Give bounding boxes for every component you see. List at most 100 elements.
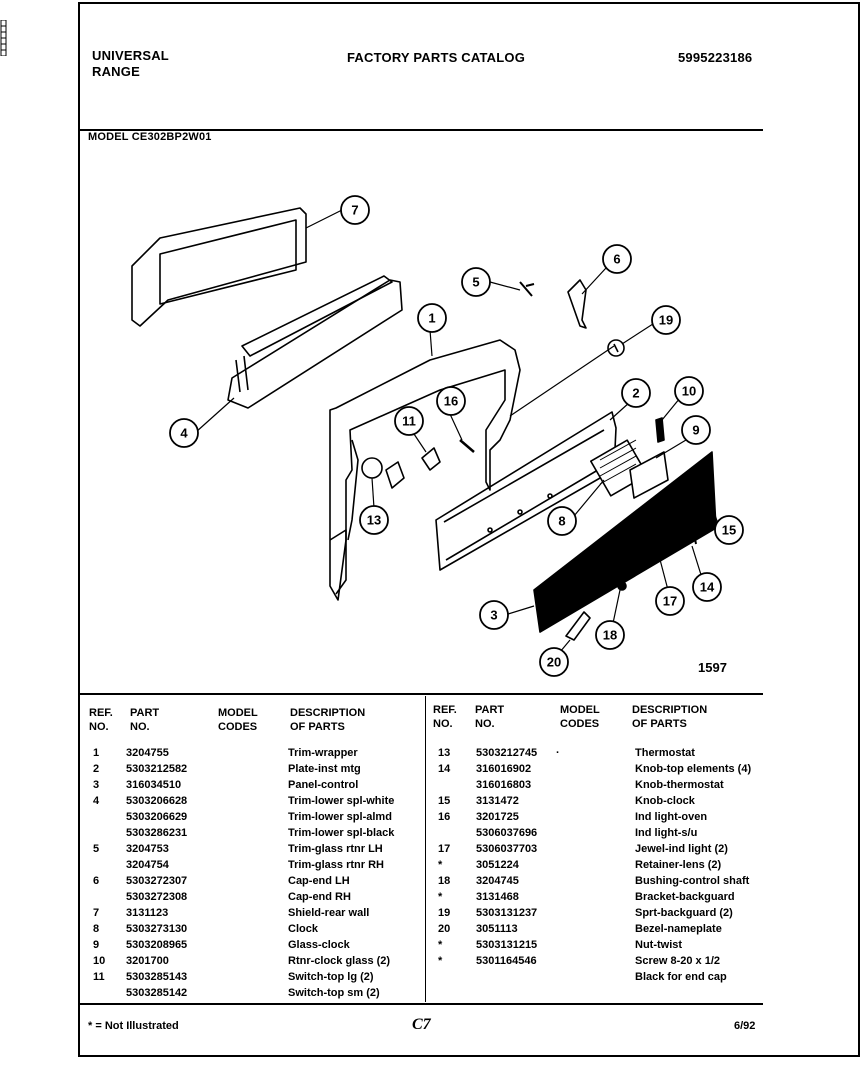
table-cell-ref: 15 [438,795,451,807]
right-header-ref: REF. NO. [433,704,457,730]
table-cell-desc: Trim-lower spl-almd [288,811,392,823]
table-cell-desc: Shield-rear wall [288,907,370,919]
table-cell-part: 3204755 [126,747,169,759]
table-cell-ref: 4 [93,795,100,807]
table-column-divider [425,696,426,1002]
callout-circles [169,195,744,677]
table-cell-model: · [556,747,560,759]
table-cell-desc: Thermostat [635,747,695,759]
right-header-part: PART NO. [475,704,505,730]
brand-line-2: RANGE [92,64,140,79]
table-cell-desc: Trim-lower spl-white [288,795,395,807]
table-cell-ref: * [438,859,443,871]
table-cell-desc: Bezel-nameplate [635,923,722,935]
table-cell-part: 5306037696 [476,827,538,839]
part-shield-rear-wall [131,207,307,327]
callout-13: 13 [367,513,381,528]
table-cell-ref: 2 [93,763,100,775]
table-cell-part: 3201725 [476,811,519,823]
part-plate-inst-mtg [435,411,617,571]
callout-7: 7 [351,203,358,218]
table-cell-ref: 20 [438,923,451,935]
right-header-desc: DESCRIPTION OF PARTS [632,704,708,730]
table-cell-desc: Knob-thermostat [635,779,724,791]
table-cell-part: 5303272307 [126,875,188,887]
table-cell-desc: Black for end cap [635,971,727,983]
table-cell-part: 3201700 [126,955,169,967]
table-cell-part: 3131123 [126,907,169,919]
table-cell-part: 5303212745 [476,747,538,759]
table-cell-part: 3131472 [476,795,519,807]
table-cell-desc: Panel-control [288,779,359,791]
table-cell-part: 5303212582 [126,763,188,775]
callout-18: 18 [603,628,617,643]
table-cell-part: 5306037703 [476,843,538,855]
callout-4: 4 [180,426,188,441]
table-cell-desc: Rtnr-clock glass (2) [288,955,391,967]
callout-15: 15 [722,523,736,538]
catalog-number: 5995223186 [678,50,753,65]
drawing-number: 1597 [698,660,727,675]
callout-3: 3 [490,608,497,623]
table-cell-part: 5303131237 [476,907,538,919]
callout-6: 6 [613,252,620,267]
table-cell-desc: Trim-lower spl-black [288,827,395,839]
brand-line-1: UNIVERSAL [92,48,169,63]
revision-date: 6/92 [734,1020,756,1032]
right-header-model: MODEL CODES [560,704,600,730]
table-cell-desc: Glass-clock [288,939,350,951]
table-cell-part: 5303206629 [126,811,188,823]
table-cell-ref: 17 [438,843,451,855]
exploded-parts-diagram: 7 4 1 5 6 19 2 10 9 16 11 13 8 15 14 17 … [131,195,744,677]
table-cell-part: 5303206628 [126,795,188,807]
callout-16: 16 [444,394,458,409]
table-cell-desc: Switch-top sm (2) [288,987,380,999]
table-cell-ref: * [438,939,443,951]
table-cell-part: 5303285143 [126,971,188,983]
table-cell-ref: 18 [438,875,451,887]
table-cell-desc: Plate-inst mtg [288,763,361,775]
table-cell-part: 5303285142 [126,987,188,999]
table-cell-ref: * [438,955,443,967]
table-cell-desc: Knob-clock [635,795,695,807]
table-cell-ref: 6 [93,875,100,887]
table-cell-ref: 13 [438,747,451,759]
edge-registration-mark [0,20,7,56]
table-cell-desc: Cap-end RH [288,891,351,903]
table-cell-part: 316034510 [126,779,182,791]
table-cell-part: 316016803 [476,779,532,791]
not-illustrated-note: * = Not Illustrated [88,1020,179,1032]
header-rule [80,129,763,131]
table-cell-part: 5303273130 [126,923,188,935]
callout-10: 10 [682,384,696,399]
table-cell-ref: 14 [438,763,451,775]
table-cell-part: 5301164546 [476,955,537,967]
table-cell-ref: 9 [93,939,100,951]
table-cell-ref: 10 [93,955,106,967]
page-border [78,2,860,1057]
table-cell-desc: Bushing-control shaft [635,875,750,887]
table-cell-part: 5303272308 [126,891,188,903]
table-cell-desc: Ind light-s/u [635,827,698,839]
table-cell-part: 3204754 [126,859,169,871]
callout-2: 2 [632,386,639,401]
left-header-ref: REF. NO. [89,707,113,733]
table-cell-ref: 1 [93,747,100,759]
part-trim-wrapper [329,339,521,601]
callout-8: 8 [558,514,565,529]
left-header-model: MODEL CODES [218,707,258,733]
table-cell-ref: 11 [93,971,105,983]
callout-1: 1 [428,311,435,326]
table-cell-desc: Sprt-backguard (2) [635,907,733,919]
table-cell-ref: 19 [438,907,451,919]
callout-17: 17 [663,594,677,609]
table-cell-ref: 7 [93,907,100,919]
table-cell-ref: 3 [93,779,100,791]
table-cell-desc: Trim-glass rtnr RH [288,859,384,871]
table-cell-ref: 5 [93,843,100,855]
table-cell-desc: Trim-glass rtnr LH [288,843,383,855]
callout-9: 9 [692,423,699,438]
table-cell-desc: Cap-end LH [288,875,350,887]
part-trim-lower [227,279,403,409]
table-cell-ref: 16 [438,811,451,823]
